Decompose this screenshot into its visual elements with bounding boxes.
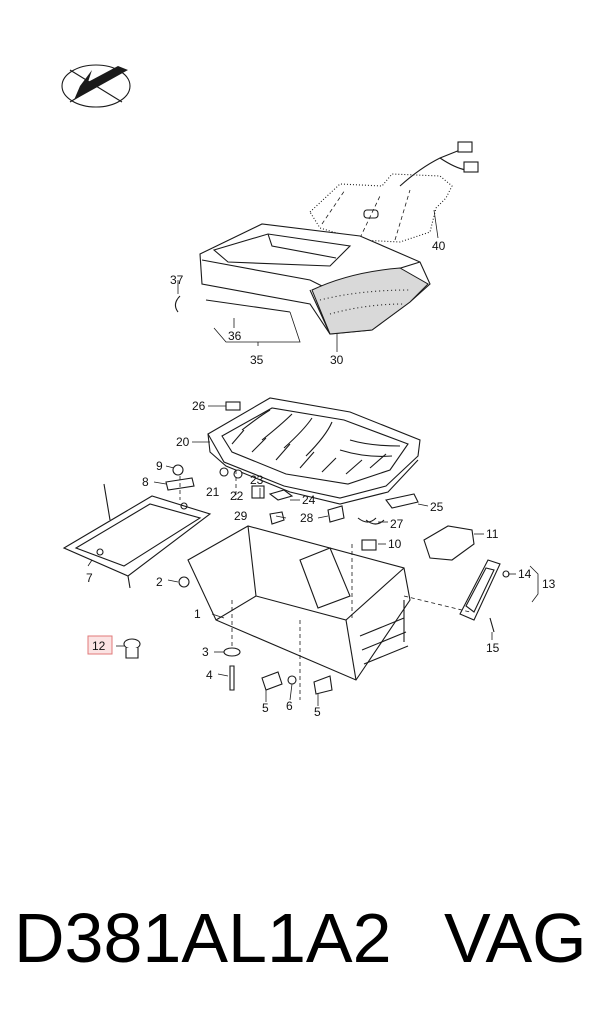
bracket-13	[529, 565, 539, 603]
callout-8: 8	[142, 475, 149, 489]
part-24	[268, 489, 294, 501]
caption: D381AL1A2 VAG	[0, 888, 600, 988]
callout-35: 35	[250, 353, 264, 367]
callout-40: 40	[432, 239, 446, 253]
callout-37: 37	[170, 273, 184, 287]
nut-part-2	[178, 576, 190, 588]
callout-28: 28	[300, 511, 314, 525]
callout-10: 10	[388, 537, 402, 551]
nut-part-9	[172, 464, 184, 476]
part-21	[219, 467, 229, 477]
callout-14: 14	[518, 567, 532, 581]
clip-part-37	[174, 295, 181, 313]
plug-part-12	[123, 638, 141, 659]
callout-27: 27	[390, 517, 404, 531]
leader-lines	[87, 280, 516, 706]
callout-30: 30	[330, 353, 344, 367]
callout-21: 21	[206, 485, 220, 499]
assembly-lines	[179, 470, 471, 700]
clip-part-5b	[313, 675, 333, 695]
callout-13: 13	[542, 577, 556, 591]
bracket-35-36	[213, 311, 301, 343]
bracket-plate-part-7	[62, 483, 212, 589]
part-10	[361, 539, 377, 551]
callout-5a: 5	[262, 701, 269, 715]
callout-25: 25	[430, 500, 444, 514]
part-6	[287, 675, 297, 685]
callout-7: 7	[86, 571, 93, 585]
part-23	[251, 485, 265, 499]
part-28	[327, 505, 345, 523]
part-27	[357, 517, 385, 525]
callout-4: 4	[206, 668, 213, 682]
callout-9: 9	[156, 459, 163, 473]
callout-29: 29	[234, 509, 248, 523]
callout-6: 6	[286, 699, 293, 713]
heating-mat-part-40	[309, 141, 479, 243]
callout-2: 2	[156, 575, 163, 589]
callout-26: 26	[192, 399, 206, 413]
screw-part-15	[489, 617, 495, 633]
callout-11: 11	[486, 527, 499, 541]
part-11	[423, 525, 475, 561]
callout-22: 22	[230, 489, 244, 503]
trim-frame-part-13	[459, 559, 501, 621]
seat-frame-part-20	[207, 397, 421, 505]
callout-36: 36	[228, 329, 242, 343]
callout-3: 3	[202, 645, 209, 659]
callout-23: 23	[250, 473, 264, 487]
part-25	[385, 493, 419, 509]
stud-part-4	[229, 665, 235, 691]
part-22	[233, 469, 243, 479]
callout-5b: 5	[314, 705, 321, 719]
callout-1: 1	[194, 607, 201, 621]
part-26	[225, 401, 241, 411]
callout-12: 12	[92, 639, 106, 653]
exploded-parts-diagram: 40 37 36 35 30 26 20 9 8 21 22 23 24 25 …	[61, 64, 556, 719]
brand-label: VAG	[444, 899, 587, 977]
part-number-label: D381AL1A2	[14, 899, 392, 977]
highlight-box-part-12	[87, 635, 113, 655]
logo-emblem	[61, 64, 131, 108]
grommet-part-3	[223, 647, 241, 657]
callout-15: 15	[486, 641, 500, 655]
clip-part-5a	[261, 671, 283, 691]
seat-cushion-part-30	[199, 223, 431, 335]
callout-20: 20	[176, 435, 190, 449]
part-29	[269, 511, 285, 525]
callout-24: 24	[302, 493, 316, 507]
storage-tray-part-1	[187, 525, 411, 681]
